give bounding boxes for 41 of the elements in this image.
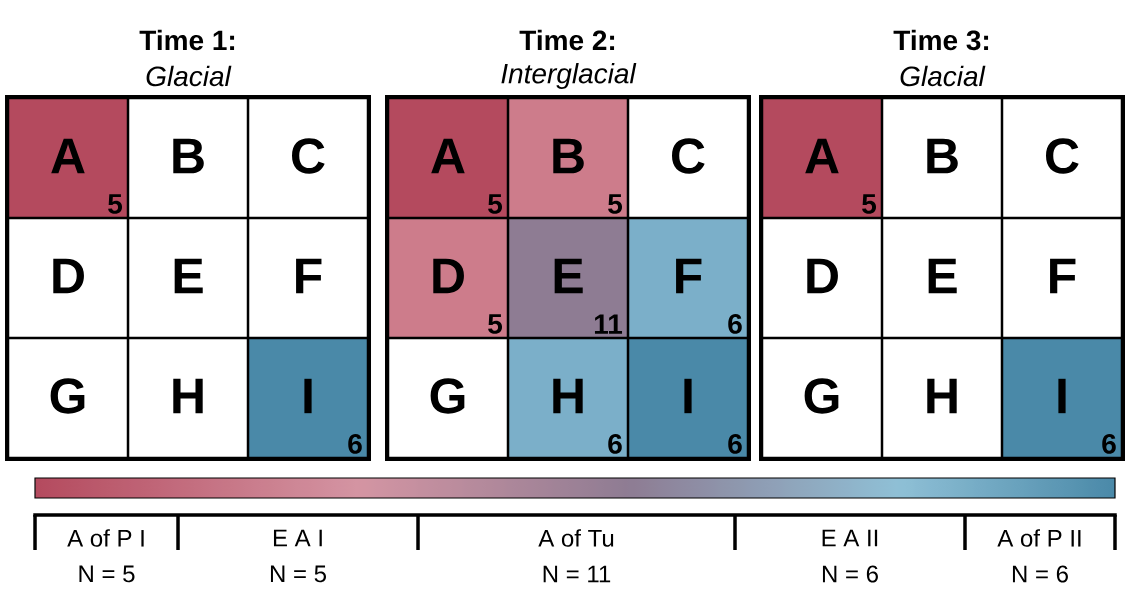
panel-heading: Time 1: Glacial: [139, 29, 235, 87]
panel-heading: Time 2: Interglacial: [501, 29, 637, 90]
grid-cell: A 5: [761, 97, 883, 219]
grid-cell: I 6: [247, 337, 369, 459]
grid-cell: D: [761, 217, 883, 339]
grid-cell: C: [247, 97, 369, 219]
scale-label: N = 5: [79, 565, 135, 583]
scale-label: N = 5: [270, 565, 326, 583]
grid-cell: F 6: [627, 217, 749, 339]
grid-cell: E: [127, 217, 249, 339]
grid-cell: I 6: [1001, 337, 1123, 459]
grid-cell: E: [881, 217, 1003, 339]
scale-label: E A I: [274, 529, 322, 547]
grid-cell: F: [247, 217, 369, 339]
grid-cell: G: [7, 337, 129, 459]
scale-label: A of P II: [997, 529, 1081, 547]
grid-cell: B: [881, 97, 1003, 219]
grid-cell: A 5: [7, 97, 129, 219]
grid-cell: B 5: [507, 97, 629, 219]
grid-cell: H 6: [507, 337, 629, 459]
grid-cell: H: [881, 337, 1003, 459]
scale-label: A of P I: [67, 529, 144, 547]
grid-cell: G: [761, 337, 883, 459]
grid-cell: C: [1001, 97, 1123, 219]
grid-cell: I 6: [627, 337, 749, 459]
grid-cell: E 11: [507, 217, 629, 339]
grid-cell: B: [127, 97, 249, 219]
scale-label: N = 6: [822, 565, 878, 583]
scale-label: N = 11: [543, 565, 611, 583]
grid-cell: D 5: [387, 217, 509, 339]
grid-cell: D: [7, 217, 129, 339]
scale-label: A of Tu: [538, 529, 614, 547]
panel-heading: Time 3: Glacial: [893, 29, 989, 87]
grid-cell: H: [127, 337, 249, 459]
scale-label: E A II: [822, 529, 878, 547]
grid-cell: F: [1001, 217, 1123, 339]
grid-cell: A 5: [387, 97, 509, 219]
color-scale-bar: [34, 477, 1116, 499]
grid-cell: C: [627, 97, 749, 219]
grid-cell: G: [387, 337, 509, 459]
scale-label: N = 6: [1012, 565, 1068, 583]
